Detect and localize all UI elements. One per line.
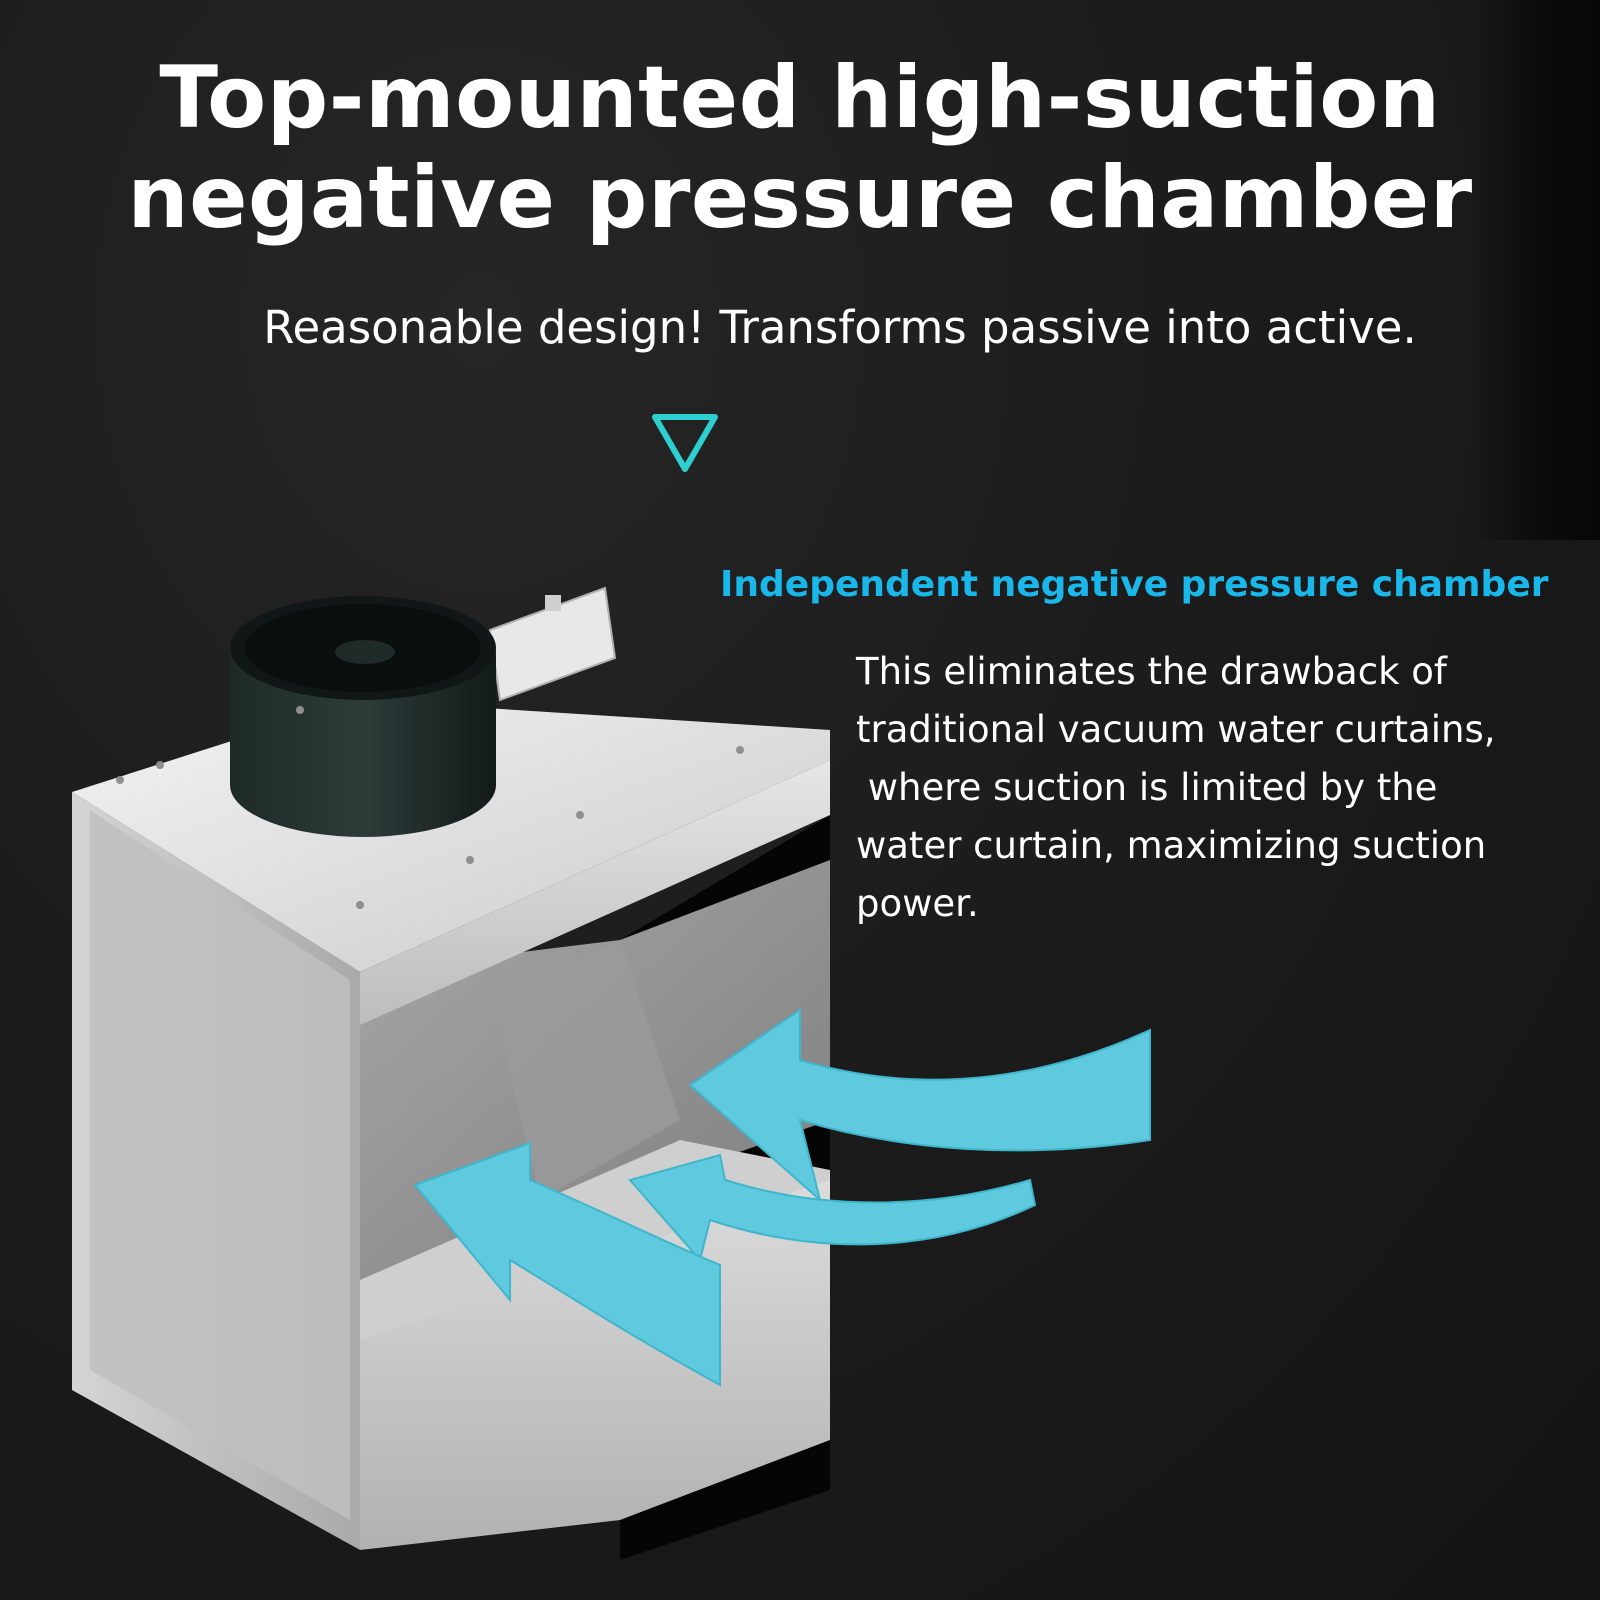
baffle-plate — [490, 940, 680, 1200]
description-line: water curtain, maximizing suction — [856, 824, 1487, 867]
fan-hub — [335, 640, 395, 664]
tagline: Reasonable design! Transforms passive in… — [263, 301, 1417, 354]
description-line: where suction is limited by the — [856, 766, 1438, 809]
description-line: This eliminates the drawback of — [856, 650, 1447, 693]
background-shade — [1470, 0, 1600, 540]
booth-top-front-edge — [360, 760, 830, 1025]
title-line-2: negative pressure chamber — [127, 148, 1473, 248]
airflow-arrow-icon — [628, 1153, 1037, 1263]
description-line: power. — [856, 882, 979, 925]
rivets — [116, 706, 744, 909]
airflow-arrows — [413, 1008, 1151, 1387]
control-box — [488, 586, 617, 702]
feature-title: Independent negative pressure chamber — [720, 564, 1549, 605]
feature-description: This eliminates the drawback of traditio… — [856, 643, 1586, 933]
airflow-arrow-icon — [688, 1008, 1151, 1203]
title-line-1: Top-mounted high-suction — [159, 48, 1441, 148]
control-knob — [545, 595, 561, 611]
fan-cylinder — [230, 648, 496, 837]
spray-booth-illustration — [72, 586, 1151, 1560]
page-title: Top-mounted high-suction negative pressu… — [0, 48, 1600, 248]
booth-left-wall-inner — [90, 810, 350, 1520]
down-triangle-icon — [652, 414, 718, 472]
airflow-arrow-icon — [413, 1141, 721, 1387]
description-line: traditional vacuum water curtains, — [856, 708, 1496, 751]
